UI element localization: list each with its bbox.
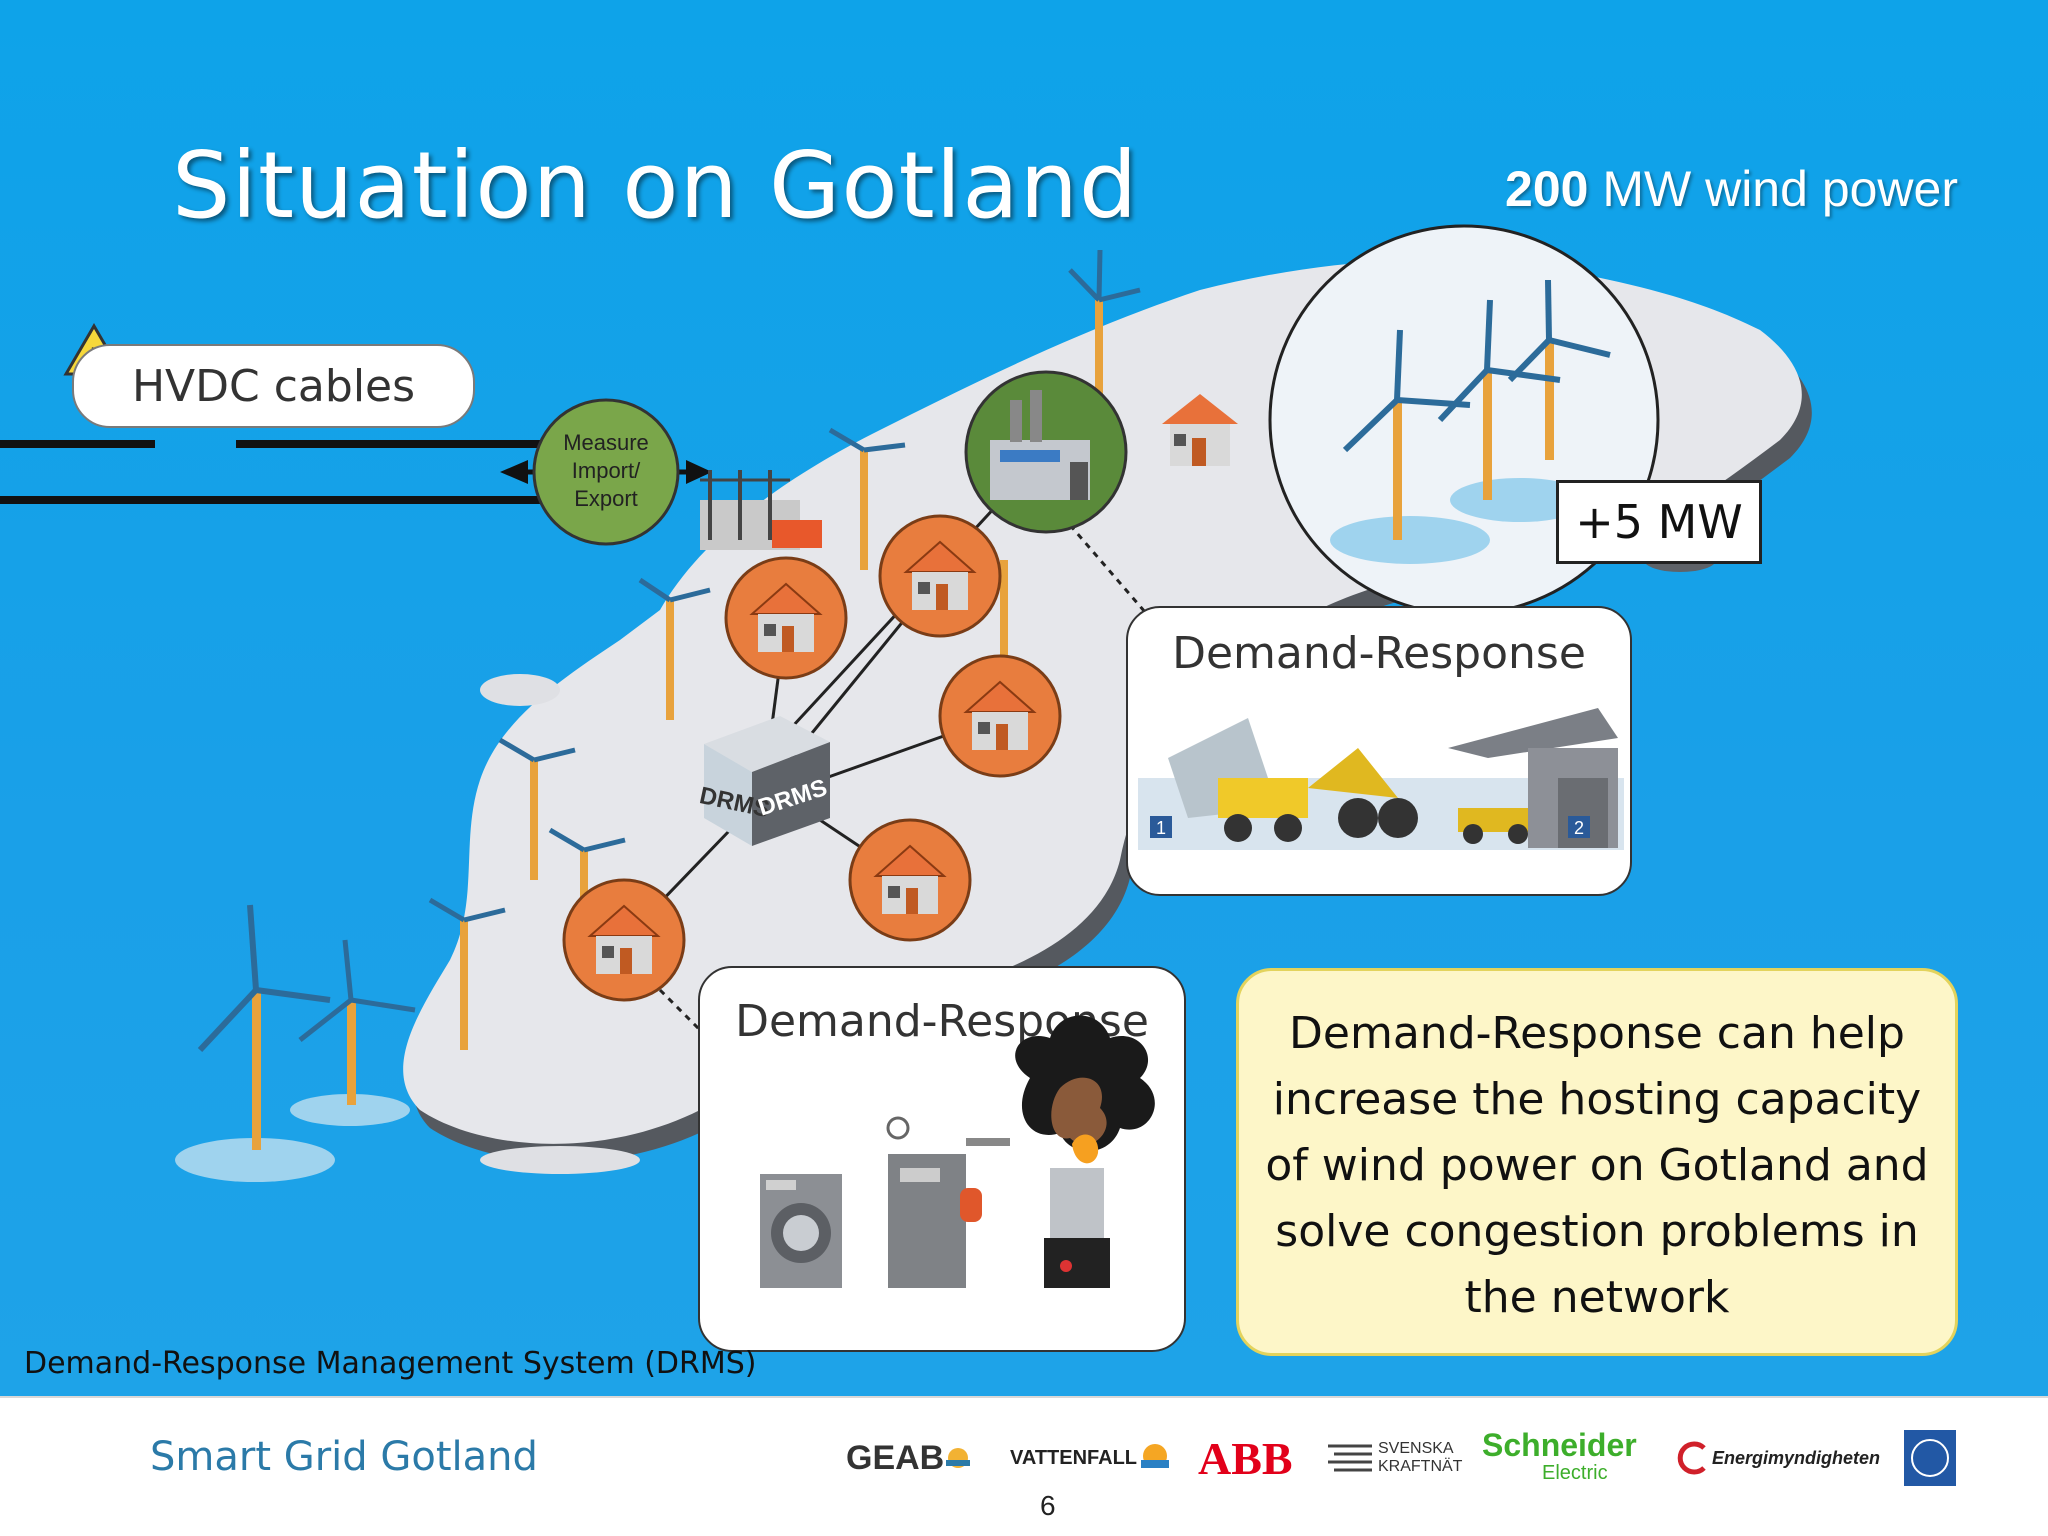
demand-response-card-industrial: Demand-Response 1 2 [1126,606,1632,896]
svenska-kraftnat-icon [1328,1444,1372,1472]
wind-farm-turbines [1330,279,1611,564]
house-icon [1162,394,1238,466]
info-callout: Demand-Response can help increase the ho… [1236,968,1958,1356]
svenska-kraftnat-line1: SVENSKA [1378,1440,1454,1457]
card-title: Demand-Response [1172,628,1586,679]
demand-response-card-household: Demand-Response [698,966,1186,1352]
offshore-turbines [175,904,416,1182]
schneider-line1: Schneider [1482,1427,1637,1463]
badge-1: 1 [1156,818,1166,838]
wind-power-value: 200 [1505,161,1589,217]
geab-logo: GEAB [846,1428,972,1488]
abb-logo: ABB [1198,1428,1293,1488]
slide-title: Situation on Gotland [172,132,1139,239]
vattenfall-logo: VATTENFALL [1010,1428,1173,1488]
svenska-kraftnat-line2: KRAFTNÄT [1378,1458,1463,1475]
wind-power-unit: MW wind power [1602,161,1958,217]
badge-2: 2 [1574,818,1584,838]
geab-icon [946,1448,971,1468]
house-circles [562,514,1062,1002]
wind-power-total: 200 MW wind power [1505,160,1958,218]
arrow-left-head [500,460,528,484]
vattenfall-icon [1141,1444,1170,1468]
energimyndigheten-logo: Energimyndigheten [1676,1428,1880,1488]
abb-logo-text: ABB [1198,1432,1293,1484]
gotland-illustration: Measure Import/ Export [0,224,1812,1182]
kth-logo [1904,1428,1956,1488]
dotted-connector [658,988,702,1032]
brand-name: Smart Grid Gotland [150,1434,538,1480]
land-turbine-blades [428,249,1141,923]
house-circle [878,514,1002,638]
measure-label-1: Measure [563,430,649,455]
house-circle [724,556,848,680]
house-circle [848,818,972,942]
drms-caption: Demand-Response Management System (DRMS) [24,1346,757,1381]
energimyndigheten-icon [1677,1441,1706,1475]
energimyndigheten-text: Energimyndigheten [1712,1447,1881,1468]
plus-mw-box: +5 MW [1556,480,1762,564]
page-number: 6 [1040,1490,1056,1521]
schneider-line2: Electric [1542,1462,1608,1484]
schneider-electric-logo: Schneider Electric [1482,1428,1637,1488]
geab-logo-text: GEAB [846,1438,945,1477]
small-island [480,674,560,706]
house-circle [562,878,686,1002]
mining-trucks-illustration: 1 2 [1138,708,1624,850]
measure-label-3: Export [574,486,638,511]
kth-icon [1904,1430,1956,1486]
substation-icon [700,470,822,550]
small-island [480,1146,640,1174]
appliances-illustration [760,1015,1155,1288]
hvdc-label: HVDC cables [72,344,475,428]
vattenfall-logo-text: VATTENFALL [1010,1446,1138,1469]
svenska-kraftnat-logo: SVENSKA KRAFTNÄT [1328,1428,1462,1488]
measure-label-2: Import/ [572,458,641,483]
factory-icon [990,390,1090,500]
house-circle [938,654,1062,778]
measure-circle [532,398,680,546]
footer: Smart Grid Gotland GEAB VATTENFALL ABB S… [0,1396,2048,1536]
arrow-right-head [686,460,712,484]
drms-cube: DRMS DRMS [697,716,830,846]
